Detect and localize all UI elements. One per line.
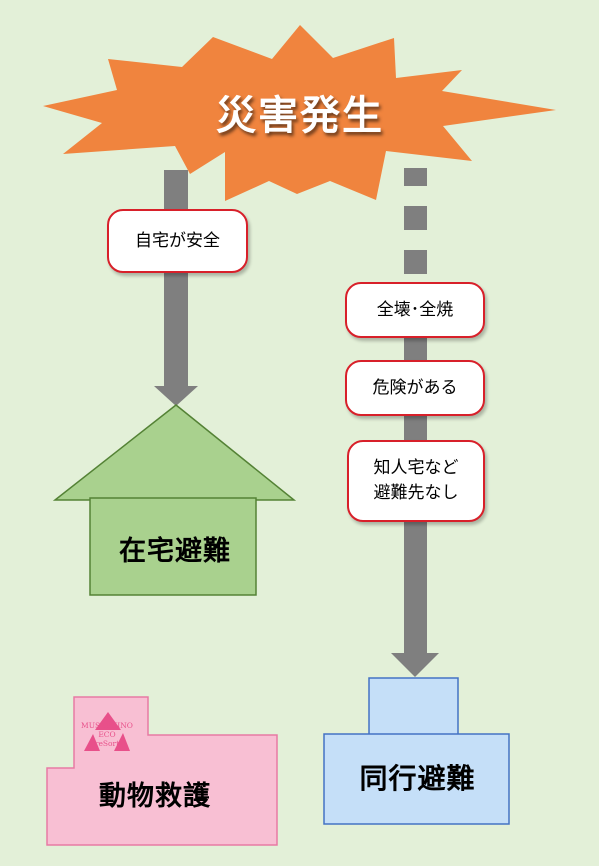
- evac-body: [323, 733, 510, 825]
- right-arrow-head: [391, 653, 439, 677]
- left-arrow-shaft: [164, 170, 188, 390]
- right-arrow-dash: [404, 168, 427, 186]
- logo-text: ECO: [98, 730, 115, 739]
- recycle-logo: MUSASHINO ECO reSort: [81, 712, 133, 751]
- condition-danger: 危険がある: [345, 360, 485, 416]
- accompanied-evacuation-label: 同行避難: [359, 762, 476, 795]
- disaster-burst: [43, 25, 556, 201]
- recycle-arrow-icon: [95, 712, 121, 730]
- left-arrow-head: [154, 386, 198, 406]
- home-roof: [52, 404, 297, 501]
- disaster-title: 災害発生: [216, 93, 384, 139]
- condition-destroyed: 全壊･全焼: [345, 282, 485, 338]
- animal-rescue-label: 動物救護: [99, 780, 211, 812]
- recycle-arrow-icon: [84, 734, 100, 751]
- right-arrow-dash: [404, 206, 427, 230]
- home-evacuation-label: 在宅避難: [119, 535, 231, 567]
- condition-home-safe: 自宅が安全: [107, 209, 248, 273]
- condition-no-shelter: 知人宅など 避難先なし: [347, 440, 485, 522]
- logo-text: MUSASHINO: [81, 721, 133, 730]
- right-arrow-dash: [404, 250, 427, 274]
- logo-text: reSort: [95, 739, 119, 748]
- home-body: [89, 497, 257, 596]
- evac-top: [368, 677, 459, 737]
- recycle-arrow-icon: [114, 733, 130, 751]
- rescue-shape: [46, 696, 278, 846]
